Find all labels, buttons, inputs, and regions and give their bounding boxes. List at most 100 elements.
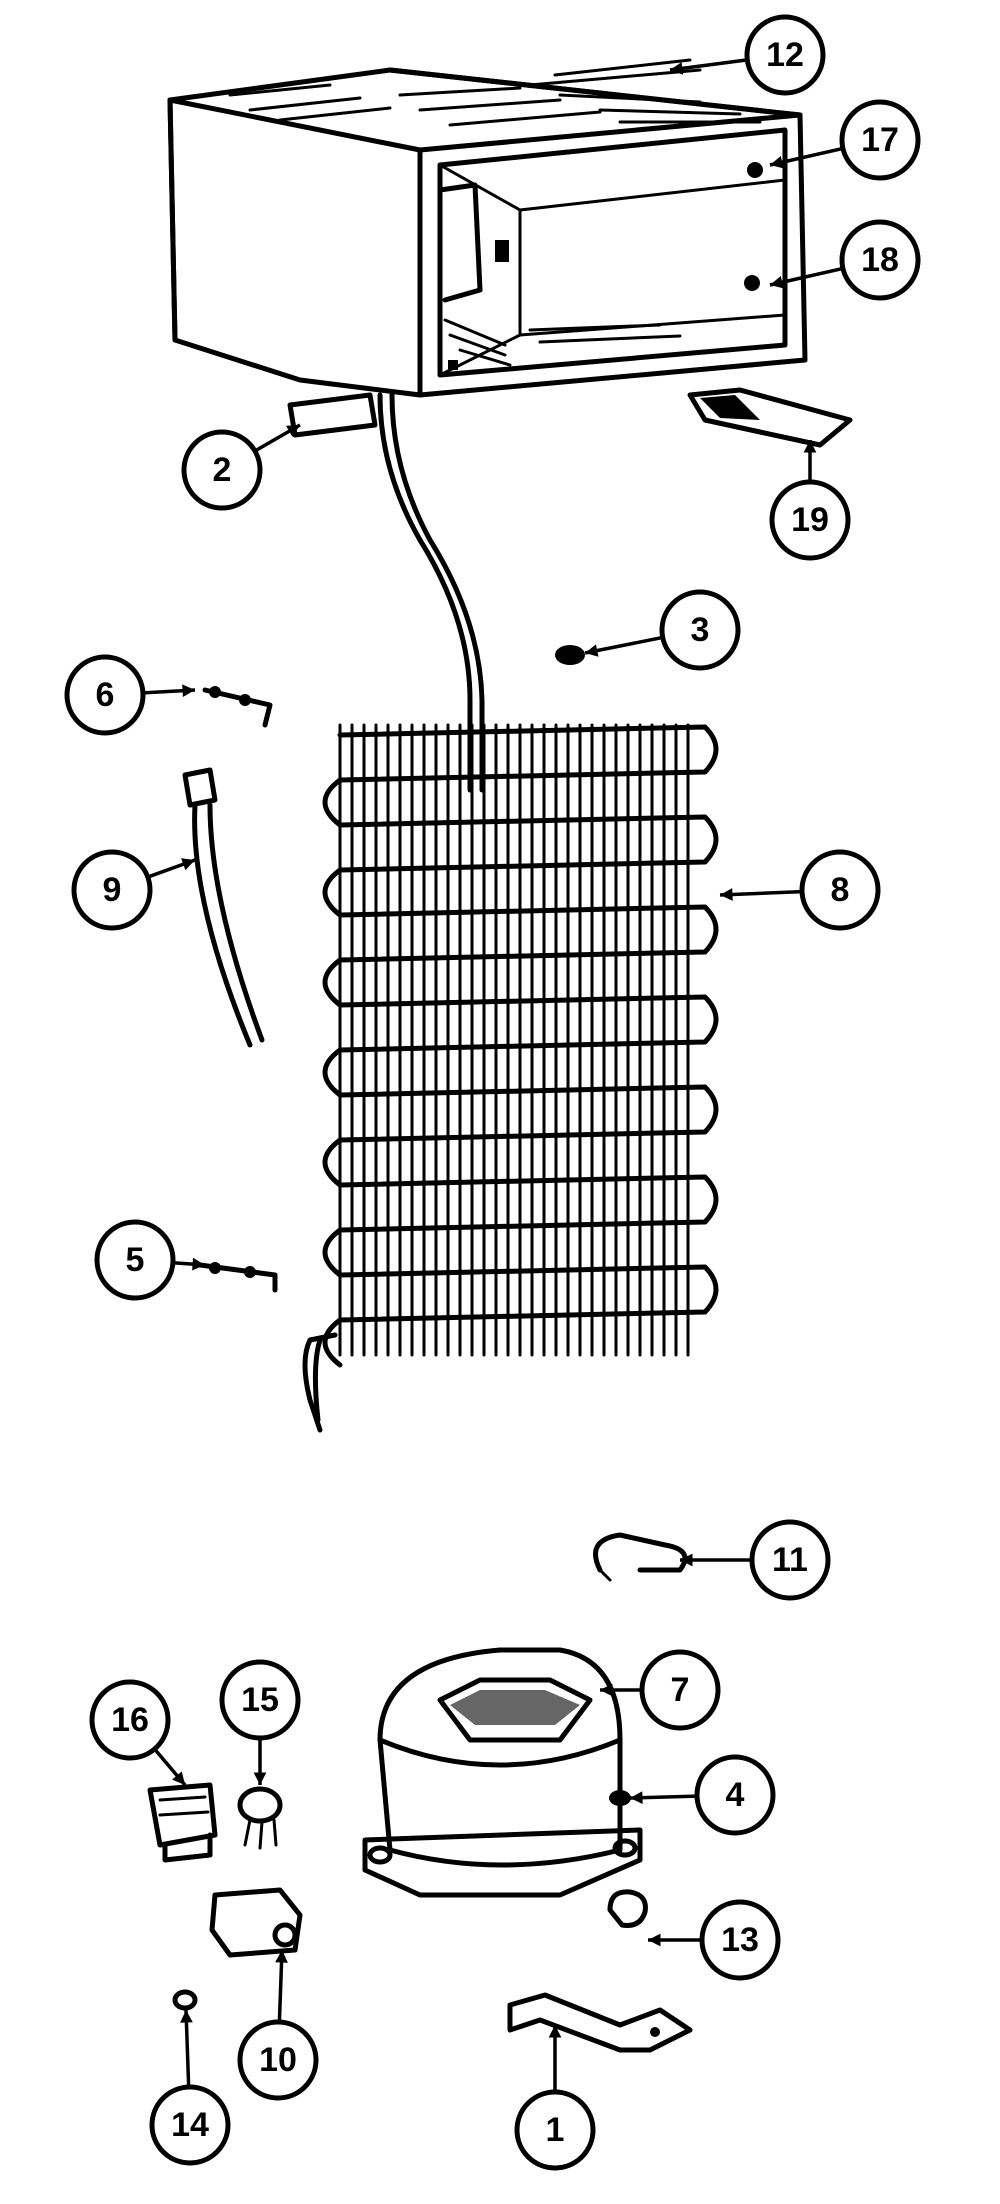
clip-part-5 xyxy=(197,1262,278,1293)
callout-1: 1 xyxy=(514,2025,596,2171)
callout-11-bubble xyxy=(749,1519,831,1601)
callout-19-label: 19 xyxy=(791,501,829,539)
callout-7-bubble xyxy=(639,1649,721,1731)
callout-11-label: 11 xyxy=(772,1541,808,1579)
callout-8-bubble xyxy=(799,849,881,931)
callout-8-leader xyxy=(719,889,803,897)
callout-6-arrowhead xyxy=(182,684,195,698)
callout-9-label: 9 xyxy=(103,871,122,909)
callout-2-label: 2 xyxy=(213,451,232,489)
callout-6-label: 6 xyxy=(96,676,115,714)
callout-14-leader xyxy=(184,2009,191,2088)
callout-18-arrowhead xyxy=(770,276,784,289)
callout-5-bubble xyxy=(94,1219,176,1301)
callout-17: 17 xyxy=(769,99,921,181)
bracket-part-1 xyxy=(507,1992,693,2053)
callout-5: 5 xyxy=(94,1219,206,1301)
callout-18-bubble xyxy=(839,219,921,301)
clip-part-6 xyxy=(202,686,273,728)
callout-8-arrowhead xyxy=(720,888,733,901)
callout-12: 12 xyxy=(669,14,826,96)
compressor xyxy=(362,1647,643,1898)
callout-15: 15 xyxy=(219,1659,301,1785)
callout-5-arrowhead xyxy=(192,1257,205,1271)
callout-13-bubble xyxy=(699,1899,781,1981)
callout-15-bubble xyxy=(219,1659,301,1741)
callout-10: 10 xyxy=(237,1949,319,2101)
callout-2-arrowhead xyxy=(286,425,300,437)
grommet-part-3 xyxy=(555,645,585,665)
callout-1-bubble xyxy=(514,2089,596,2171)
callout-14-arrowhead xyxy=(180,2010,193,2023)
capillary-tube xyxy=(377,392,485,793)
callout-14-label: 14 xyxy=(171,2106,209,2144)
callout-8: 8 xyxy=(719,849,881,931)
callout-18-label: 18 xyxy=(861,241,899,279)
callout-2-bubble xyxy=(181,429,263,511)
callout-8-label: 8 xyxy=(831,871,850,909)
foot-plate-part-19 xyxy=(687,387,853,448)
relay-part-16 xyxy=(147,1782,218,1863)
callout-4-label: 4 xyxy=(726,1776,745,1814)
callout-1-label: 1 xyxy=(546,2111,565,2149)
callout-13: 13 xyxy=(648,1899,781,1981)
callout-6-bubble xyxy=(64,654,146,736)
callout-4-arrowhead xyxy=(630,1791,643,1804)
callout-14-bubble xyxy=(149,2084,231,2166)
callout-12-leader xyxy=(669,58,748,72)
callout-10-label: 10 xyxy=(259,2041,297,2079)
callout-18: 18 xyxy=(769,219,921,301)
callout-2: 2 xyxy=(181,423,301,511)
callout-15-label: 15 xyxy=(241,1681,279,1719)
overload-part-15 xyxy=(237,1786,283,1850)
callout-7-label: 7 xyxy=(671,1671,690,1709)
callout-3: 3 xyxy=(584,589,741,671)
callout-5-label: 5 xyxy=(126,1241,145,1279)
cabinet-liner xyxy=(167,58,808,398)
callout-10-arrowhead xyxy=(275,1950,288,1963)
drain-hose-part-9 xyxy=(182,767,265,1048)
callout-17-bubble xyxy=(839,99,921,181)
callout-16-label: 16 xyxy=(111,1701,149,1739)
callout-7: 7 xyxy=(600,1649,721,1731)
callout-3-arrowhead xyxy=(585,644,599,657)
callout-6: 6 xyxy=(64,654,196,736)
callout-3-label: 3 xyxy=(691,611,710,649)
callout-16: 16 xyxy=(89,1679,187,1787)
grommet-part-4 xyxy=(609,1790,631,1806)
grommet-part-13 xyxy=(607,1889,648,1928)
callout-16-arrowhead xyxy=(172,1771,185,1785)
callout-9: 9 xyxy=(71,849,196,931)
callout-11-arrowhead xyxy=(680,1553,693,1567)
callout-11: 11 xyxy=(680,1519,831,1601)
callout-19-bubble xyxy=(769,479,851,561)
callout-10-bubble xyxy=(237,2019,319,2101)
terminal-cover-part-10 xyxy=(209,1887,303,1958)
callout-9-arrowhead xyxy=(181,858,195,871)
callout-12-bubble xyxy=(744,14,826,96)
callout-13-label: 13 xyxy=(721,1921,759,1959)
callout-4-bubble xyxy=(694,1754,776,1836)
bracket-part-2 xyxy=(287,392,378,438)
callout-17-arrowhead xyxy=(770,156,784,169)
callout-7-arrowhead xyxy=(600,1683,613,1697)
callout-19-arrowhead xyxy=(803,440,817,453)
callout-9-bubble xyxy=(71,849,153,931)
callout-17-label: 17 xyxy=(861,121,899,159)
callout-3-bubble xyxy=(659,589,741,671)
condenser-coil xyxy=(302,723,719,1433)
callout-4: 4 xyxy=(629,1754,776,1836)
callout-1-arrowhead xyxy=(548,2025,562,2038)
callout-19: 19 xyxy=(769,440,851,561)
callout-13-arrowhead xyxy=(648,1933,661,1947)
callout-12-arrowhead xyxy=(670,62,684,75)
callout-3-leader xyxy=(584,635,664,655)
callout-12-label: 12 xyxy=(766,36,804,74)
wire-clip-part-11 xyxy=(593,1532,688,1582)
callout-15-arrowhead xyxy=(253,1772,267,1785)
callout-14: 14 xyxy=(149,2009,231,2166)
washer-part-14 xyxy=(172,1989,198,2011)
callout-16-bubble xyxy=(89,1679,171,1761)
